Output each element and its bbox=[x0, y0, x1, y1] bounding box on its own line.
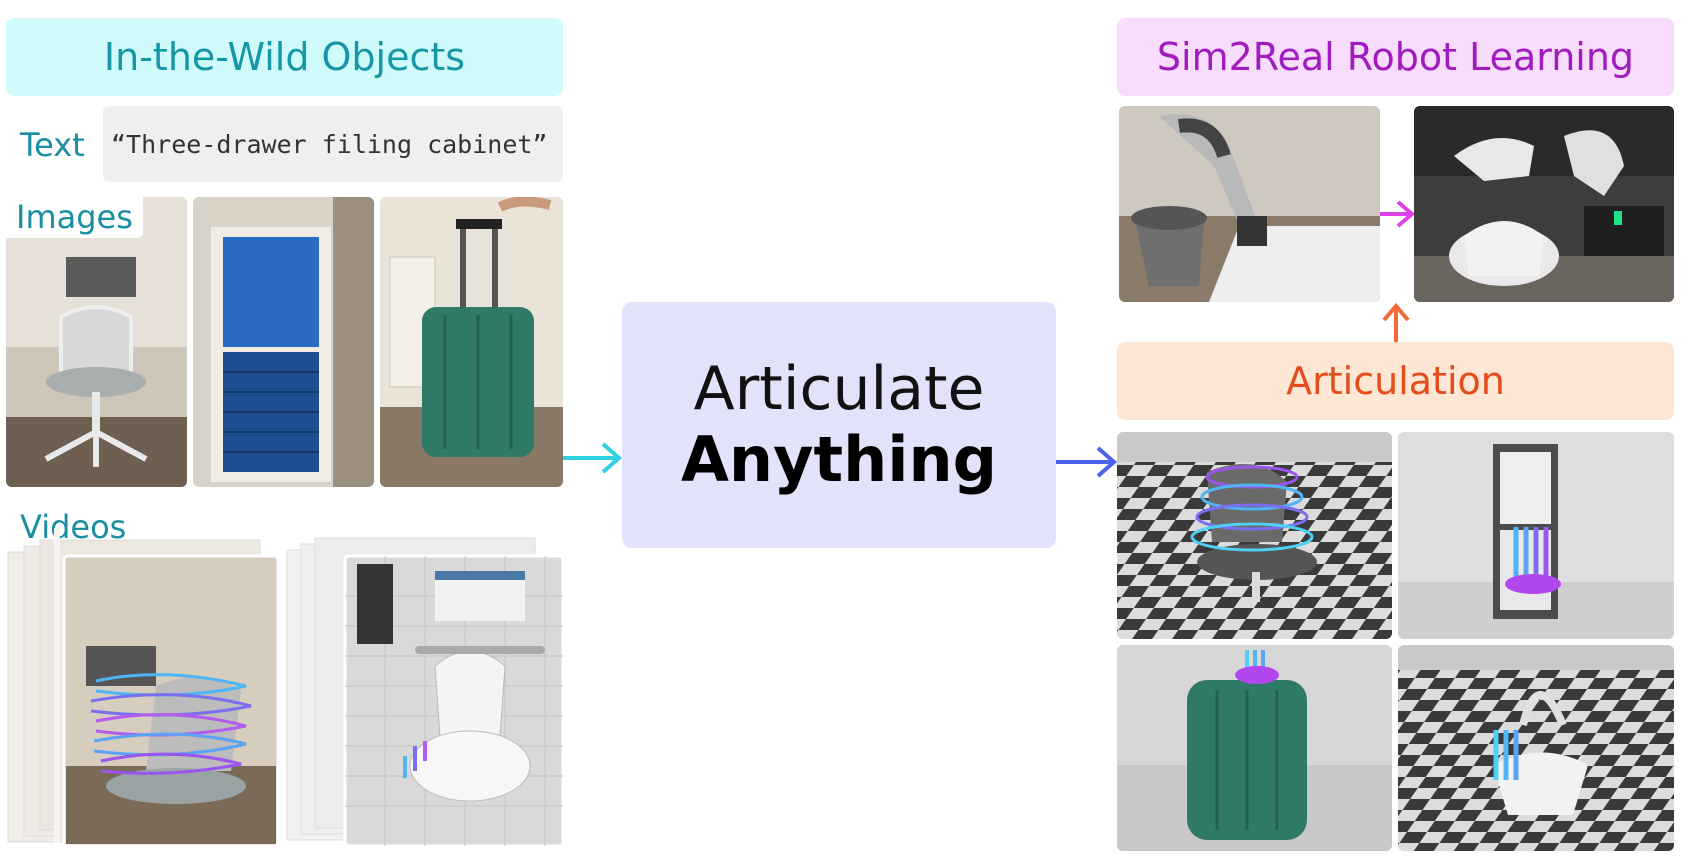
articulation-title: Articulation bbox=[1117, 342, 1674, 420]
arrow-right-icon bbox=[563, 442, 623, 474]
image-artic-toilet bbox=[1398, 645, 1674, 851]
image-suitcase bbox=[380, 197, 563, 487]
images-label: Images bbox=[6, 196, 143, 238]
center-line2: Anything bbox=[680, 422, 998, 496]
image-chair bbox=[6, 197, 187, 487]
video-toilet-stack bbox=[285, 516, 565, 851]
arrow-up-icon bbox=[1382, 302, 1410, 342]
sim2real-title: Sim2Real Robot Learning bbox=[1117, 18, 1674, 96]
image-window bbox=[193, 197, 374, 487]
articulate-anything-box: Articulate Anything bbox=[622, 302, 1056, 548]
text-label: Text bbox=[20, 126, 85, 164]
image-artic-window bbox=[1398, 432, 1674, 639]
arrow-right-icon bbox=[1056, 446, 1118, 478]
arrow-right-icon bbox=[1380, 200, 1416, 228]
in-the-wild-title: In-the-Wild Objects bbox=[6, 18, 563, 96]
video-chair-stack bbox=[6, 516, 281, 851]
center-line1: Articulate bbox=[693, 353, 985, 424]
image-real-robot bbox=[1414, 106, 1674, 302]
image-artic-suitcase bbox=[1117, 645, 1392, 851]
text-prompt: “Three-drawer filing cabinet” bbox=[103, 106, 563, 182]
image-artic-chair bbox=[1117, 432, 1392, 639]
image-sim-robot bbox=[1119, 106, 1380, 302]
